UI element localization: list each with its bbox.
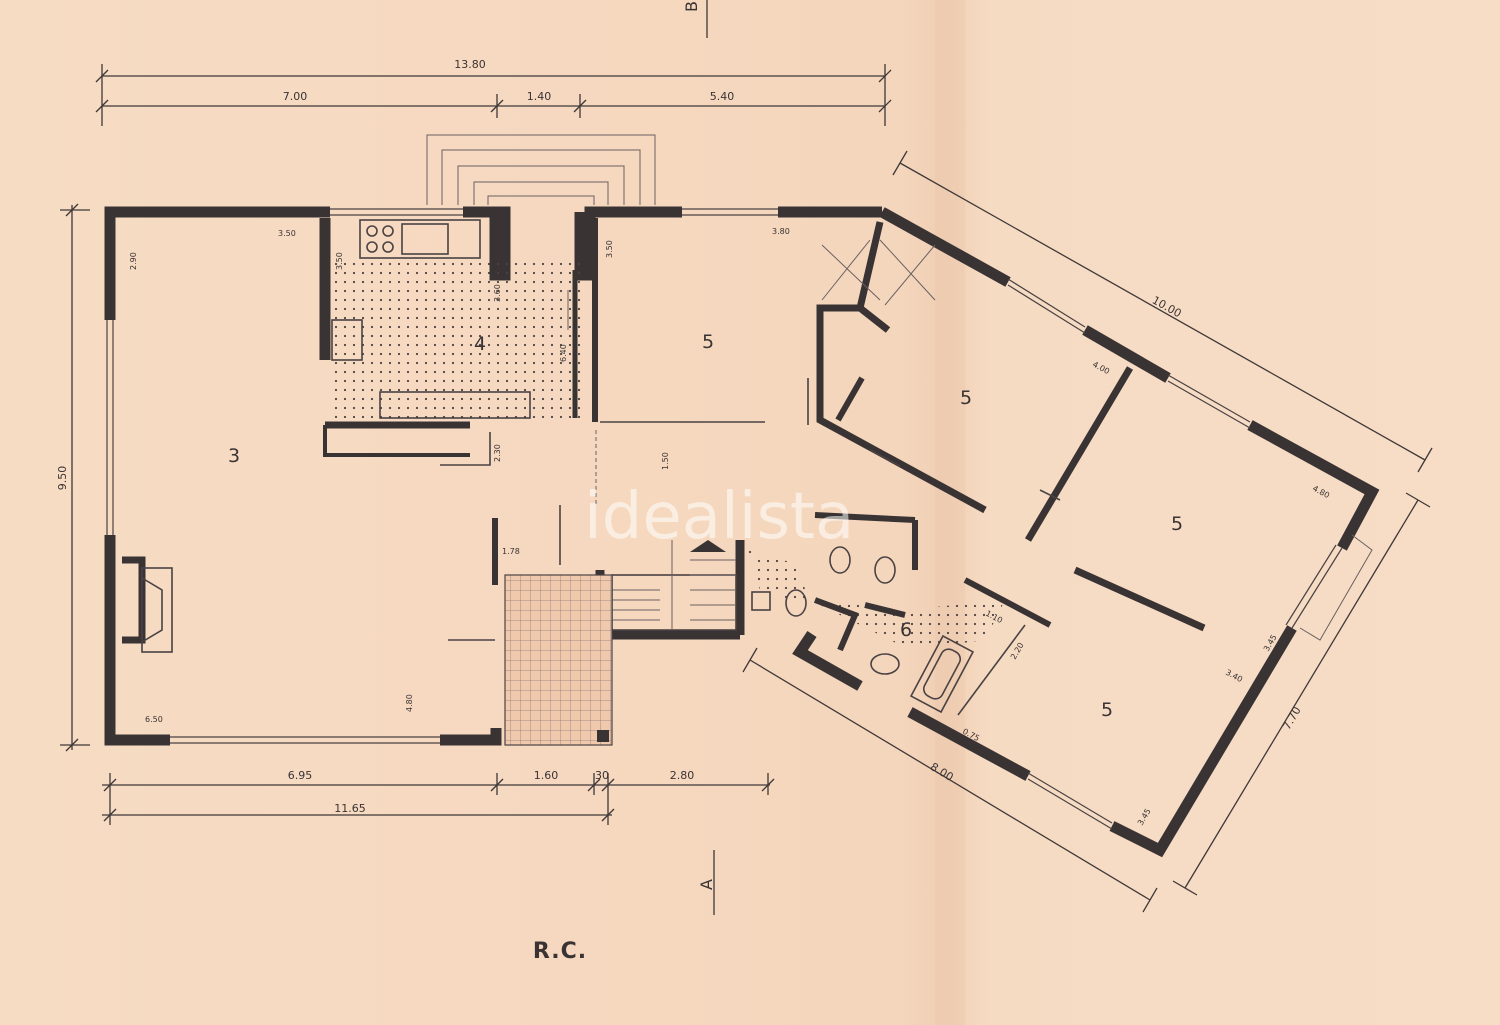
- dim-bottom-d: 2.80: [670, 769, 695, 782]
- label-l9: 2.30: [493, 444, 502, 462]
- dim-bottom-b: 1.60: [534, 769, 559, 782]
- room-bedroom-b-number: 5: [960, 387, 972, 409]
- porch-tiles: [448, 518, 613, 746]
- room-bedroom-d-number: 5: [1101, 699, 1113, 721]
- watermark: idealista: [584, 480, 854, 554]
- dim-top-left: 7.00: [283, 90, 308, 103]
- fireplace: [122, 556, 173, 653]
- bedroom-top-walls: [592, 218, 765, 505]
- wing-dimension-lines: [742, 150, 1433, 913]
- dim-top-right: 5.40: [710, 90, 735, 103]
- room-kitchen-number: 4: [474, 333, 486, 355]
- dim-wing-top: 10.00: [1150, 294, 1184, 321]
- room-bath-number: 6: [900, 619, 912, 641]
- section-a-label: A: [697, 879, 716, 890]
- exterior-walls-wing: [792, 207, 1380, 858]
- windows-main: [106, 208, 778, 744]
- left-dimension-line: [60, 203, 90, 752]
- dim-top-total: 13.80: [454, 58, 486, 71]
- label-l16: 3.40: [1224, 668, 1244, 684]
- label-l11: 6.50: [145, 715, 163, 724]
- label-l1: 3.50: [278, 229, 296, 238]
- kitchen-area: [323, 219, 582, 466]
- dim-bottom-a: 6.95: [288, 769, 313, 782]
- plan-title: R.C.: [533, 939, 587, 964]
- page-fold: [935, 0, 965, 1025]
- label-l7: 6.40: [559, 344, 568, 362]
- bathroom-area: [748, 512, 1052, 716]
- dim-bottom-total: 11.65: [334, 802, 366, 815]
- windows-wing: [1007, 278, 1373, 830]
- entrance-steps: [426, 134, 656, 205]
- label-l14: 4.80: [1311, 484, 1331, 500]
- dim-bottom-c: 30: [595, 769, 609, 782]
- label-l8: 1.50: [661, 452, 670, 470]
- label-l2: 2.90: [129, 252, 138, 270]
- top-dimension-lines: [95, 64, 892, 126]
- room-bedroom-a-number: 5: [702, 331, 714, 353]
- section-b-label: B: [682, 1, 701, 12]
- label-l13: 4.00: [1091, 360, 1111, 376]
- label-l5: 3.50: [605, 240, 614, 258]
- dim-top-mid: 1.40: [527, 90, 552, 103]
- interior-walls-wing: [807, 221, 1206, 632]
- label-l10: 1.78: [502, 547, 520, 556]
- label-l3: 3.50: [335, 252, 344, 270]
- label-l12: 4.80: [405, 694, 414, 712]
- room-living-number: 3: [228, 445, 240, 467]
- room-bedroom-c-number: 5: [1171, 513, 1183, 535]
- dim-wing-right: 7.70: [1280, 704, 1304, 732]
- label-l17: 3.45: [1136, 807, 1153, 827]
- bottom-dimension-lines: [102, 773, 775, 825]
- label-l4: 3.60: [493, 284, 502, 302]
- dim-left-height: 9.50: [56, 466, 69, 491]
- label-l6: 3.80: [772, 227, 790, 236]
